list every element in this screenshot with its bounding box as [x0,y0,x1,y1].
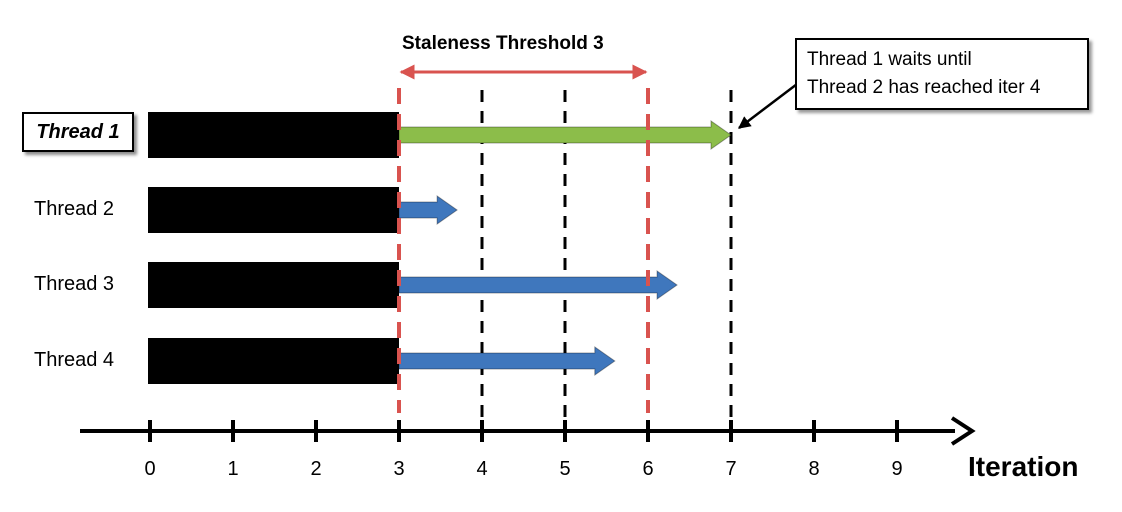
tick-label-0: 0 [144,458,156,480]
thread-4-completed-bar [148,338,399,384]
thread-1-label: Thread 1 [22,112,134,152]
thread-3-completed-bar [148,262,399,308]
staleness-threshold-label: Staleness Threshold 3 [402,33,604,54]
tick-label-7: 7 [725,458,737,480]
callout-pointer-arrow [738,77,806,129]
tick-label-8: 8 [808,458,820,480]
x-axis-arrowhead [950,416,976,446]
tick-label-2: 2 [310,458,322,480]
axis-title-iteration: Iteration [968,451,1079,482]
thread-3-progress-arrow [398,270,678,300]
tick-label-5: 5 [559,458,571,480]
thread-1-completed-bar [148,112,399,158]
thread-2-completed-bar [148,187,399,233]
tick-label-4: 4 [476,458,488,480]
tick-label-1: 1 [227,458,239,480]
thread-4-progress-arrow [398,346,616,376]
tick-label-9: 9 [891,458,903,480]
thread-1-progress-arrow [398,120,732,150]
callout-line-2: Thread 2 has reached iter 4 [807,77,1041,98]
callout-box: Thread 1 waits until Thread 2 has reache… [795,38,1089,110]
thread-3-label: Thread 3 [34,273,115,295]
tick-label-3: 3 [393,458,405,480]
tick-label-6: 6 [642,458,654,480]
callout-line-1: Thread 1 waits until [807,49,972,70]
thread-2-progress-arrow [398,195,458,225]
thread-2-label: Thread 2 [34,198,115,220]
thread-4-label: Thread 4 [34,349,115,371]
